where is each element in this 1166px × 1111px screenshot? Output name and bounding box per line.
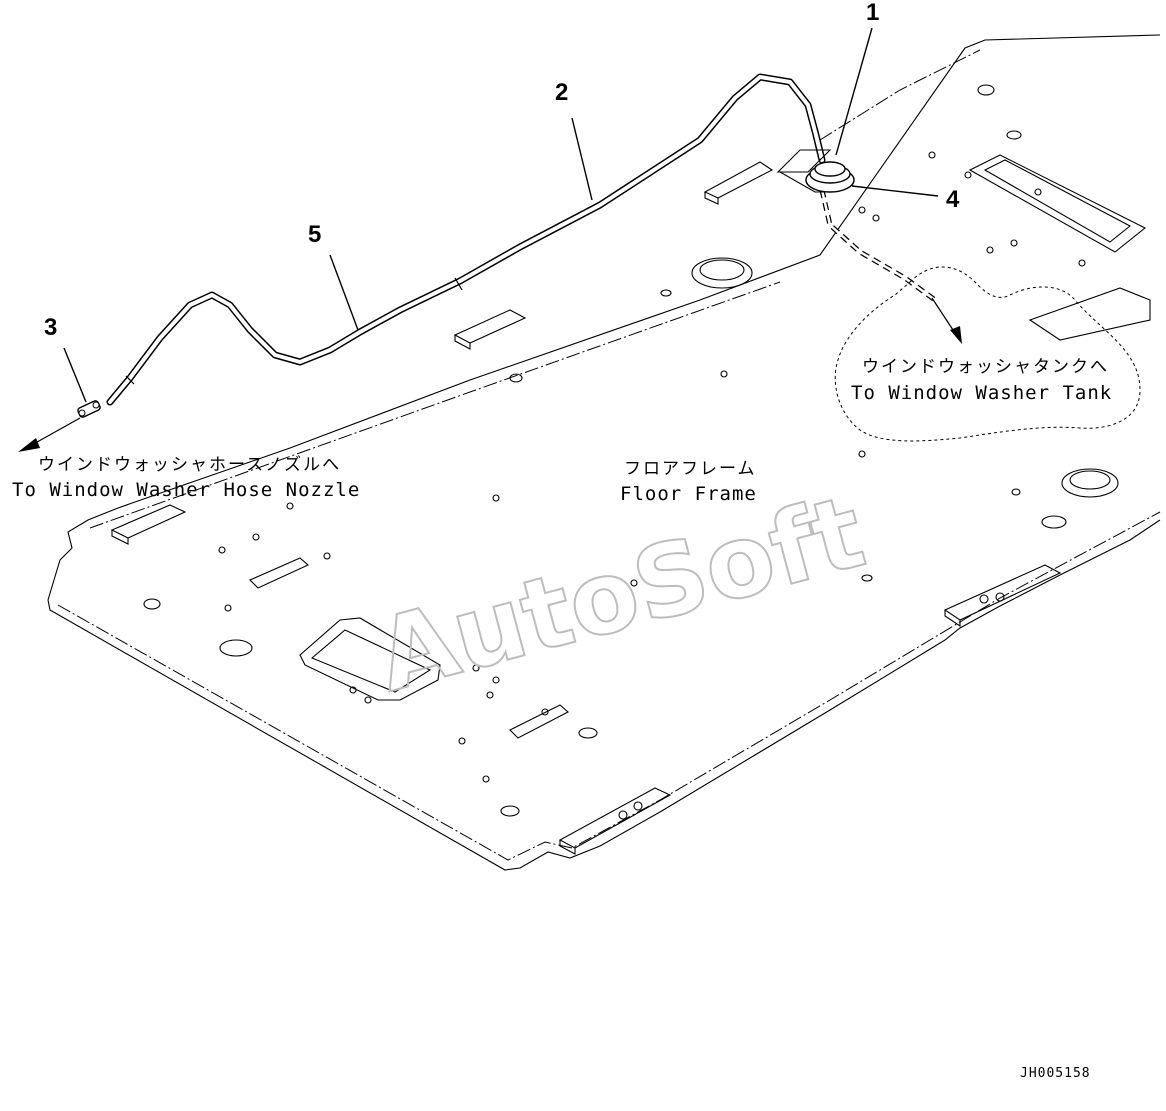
floor-frame-plate	[47, 34, 1161, 871]
direction-arrows	[18, 297, 962, 452]
plate-cutouts	[249, 154, 1151, 739]
callout-1: 1	[866, 0, 879, 26]
washer-hose	[106, 73, 937, 406]
floor-note-jp: フロアフレーム	[624, 459, 757, 479]
mounting-pads	[110, 161, 1062, 855]
grommet	[776, 149, 855, 193]
callout-2: 2	[555, 79, 568, 106]
nozzle-note-jp: ウインドウォッシャホースノズルへ	[38, 455, 341, 475]
watermark: AutoSoft	[365, 473, 875, 715]
floor-note-en: Floor Frame	[620, 483, 757, 505]
callout-5: 5	[308, 221, 321, 248]
tank-note-en: To Window Washer Tank	[851, 382, 1112, 404]
leader-lines	[63, 27, 939, 403]
drawing-code: JH005158	[1020, 1066, 1091, 1081]
tank-note-cloud	[834, 266, 1141, 442]
plate-holes	[143, 84, 1119, 820]
tank-note-jp: ウインドウォッシャタンクへ	[862, 357, 1109, 377]
callout-4: 4	[946, 186, 960, 213]
nozzle-note-en: To Window Washer Hose Nozzle	[12, 479, 360, 501]
callout-3: 3	[44, 314, 57, 341]
nozzle-connector	[77, 400, 101, 418]
